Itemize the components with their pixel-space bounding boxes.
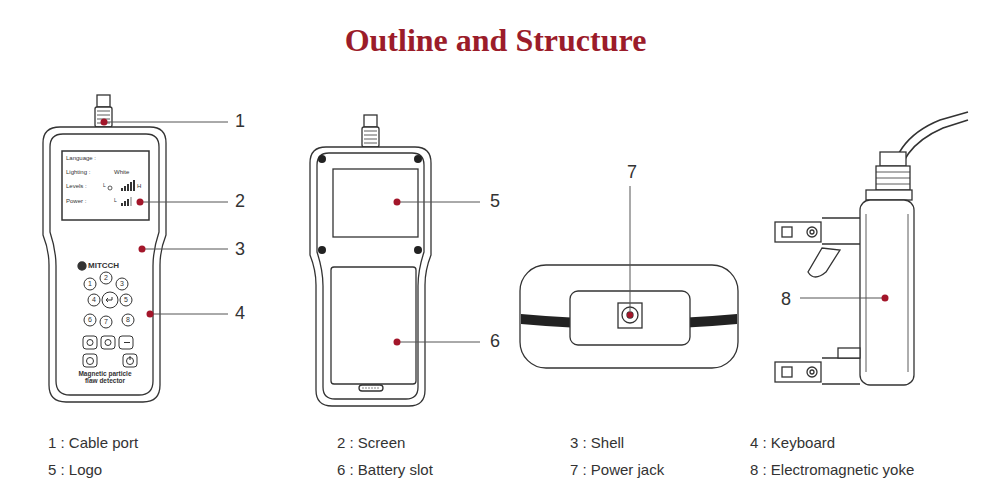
part-caption: 8 : Electromagnetic yoke bbox=[750, 462, 914, 479]
part-caption: 2 : Screen bbox=[337, 435, 405, 452]
leader-dots bbox=[101, 119, 889, 346]
screen-text: Language : bbox=[66, 155, 96, 162]
device-bottom bbox=[520, 265, 738, 368]
device-name: Magnetic particle flaw detector bbox=[74, 370, 136, 384]
device-back bbox=[310, 115, 431, 406]
part-caption: 6 : Battery slot bbox=[337, 462, 433, 479]
callout-number: 6 bbox=[490, 332, 500, 352]
part-caption: 7 : Power jack bbox=[570, 462, 664, 479]
callout-number: 4 bbox=[235, 304, 245, 324]
part-caption: 4 : Keyboard bbox=[750, 435, 835, 452]
screen-text: Lighting : bbox=[66, 169, 90, 176]
key-number: 3 bbox=[120, 280, 124, 288]
callout-number: 3 bbox=[235, 240, 245, 260]
page-title: Outline and Structure bbox=[0, 22, 991, 59]
electromagnetic-yoke bbox=[775, 112, 968, 385]
screen-text: L bbox=[114, 198, 117, 204]
part-caption: 1 : Cable port bbox=[48, 435, 138, 452]
key-number: 6 bbox=[88, 316, 92, 324]
screen-text: White bbox=[114, 169, 129, 176]
part-caption: 5 : Logo bbox=[48, 462, 102, 479]
screen-text: H bbox=[137, 183, 141, 190]
screen-text: L bbox=[103, 183, 106, 189]
callout-number: 2 bbox=[235, 192, 245, 212]
screen-text: Power : bbox=[66, 198, 86, 205]
key-number: 2 bbox=[104, 274, 108, 282]
callout-number: 8 bbox=[781, 290, 791, 310]
brand-logo: MITCCH bbox=[88, 262, 119, 271]
key-number: 8 bbox=[126, 316, 130, 324]
key-number: 4 bbox=[92, 296, 96, 304]
screen-text: Levels : bbox=[66, 183, 87, 190]
part-caption: 3 : Shell bbox=[570, 435, 624, 452]
callout-number: 7 bbox=[627, 163, 637, 183]
leader-lines bbox=[104, 122, 885, 342]
callout-number: 5 bbox=[490, 192, 500, 212]
key-number: 7 bbox=[104, 318, 108, 326]
key-number: 5 bbox=[124, 296, 128, 304]
key-number: 1 bbox=[88, 280, 92, 288]
callout-number: 1 bbox=[235, 112, 245, 132]
